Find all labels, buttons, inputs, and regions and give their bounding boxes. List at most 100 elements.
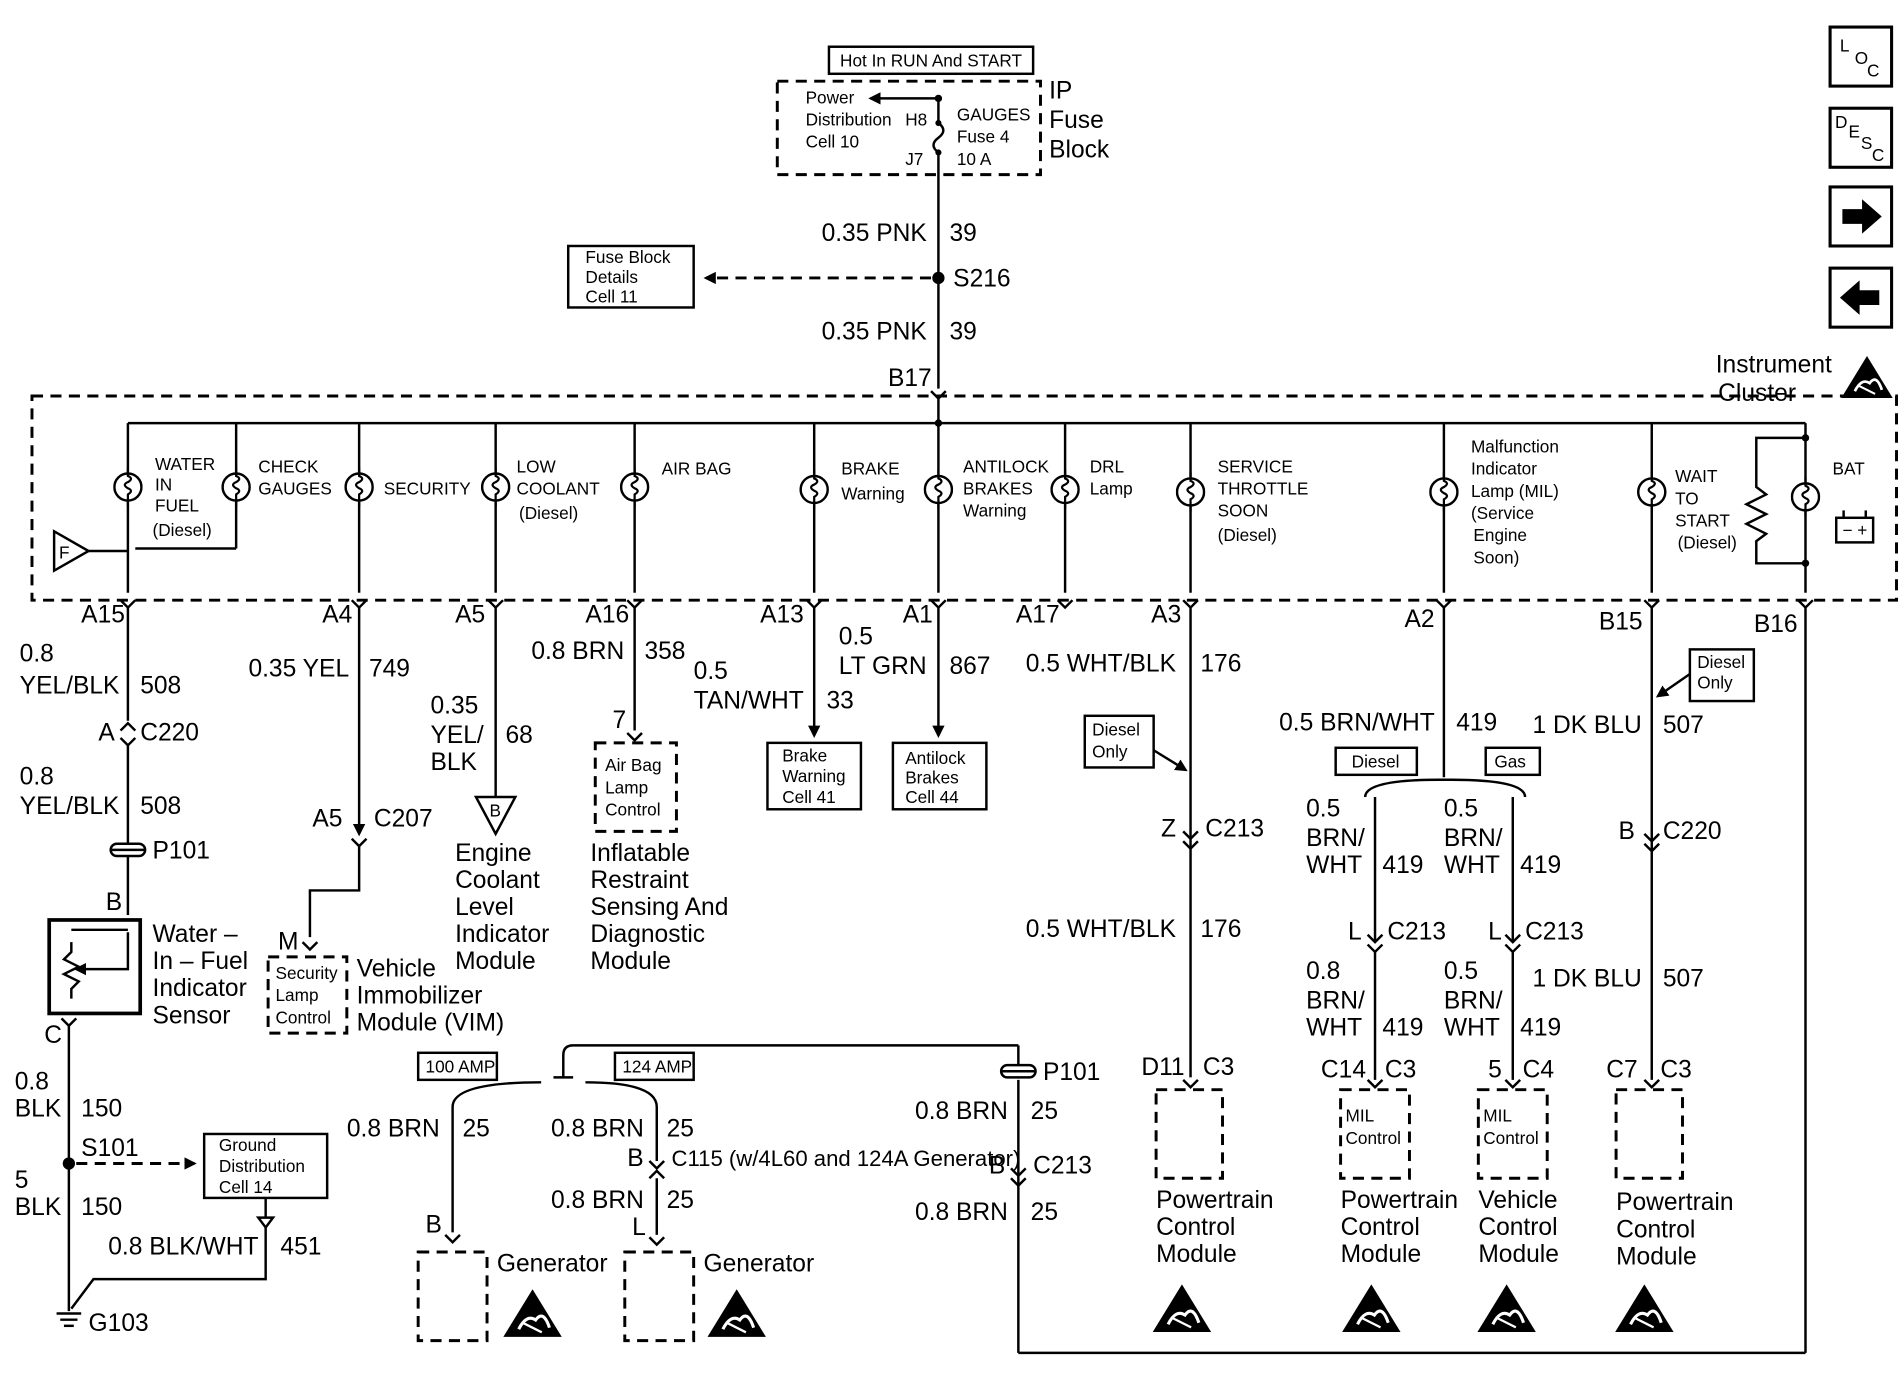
sts-c3: C3 <box>1203 1054 1234 1081</box>
wif-c220: C220 <box>140 719 199 746</box>
mil-gas-box <box>1484 746 1542 777</box>
sts-pcm-box <box>1154 1088 1224 1180</box>
wait-to-start-bulb-icon <box>1636 471 1667 513</box>
fuse-block-details-box <box>566 244 695 309</box>
amp124-label: 124 AMP <box>622 1056 692 1076</box>
loc-l: L <box>1840 36 1850 56</box>
c115-connector-top <box>648 1160 666 1171</box>
gen-p101: P101 <box>1043 1059 1100 1086</box>
ip-fuse-block-outline <box>775 79 1042 177</box>
gen-w1-color: 0.8 BRN <box>347 1115 440 1142</box>
wait-pcm-2: Control <box>1616 1216 1695 1243</box>
gen2-connector <box>648 1236 666 1247</box>
gen-w5-circuit: 25 <box>1031 1199 1058 1226</box>
sts-c213-connector-bottom <box>1182 840 1199 851</box>
mil-d-c3-connector <box>1366 1078 1384 1089</box>
battery-icon <box>1835 516 1875 544</box>
gen-w2-circuit: 25 <box>667 1115 694 1142</box>
wif-pin-b: B <box>106 889 122 916</box>
mil-g-c213: C213 <box>1525 919 1584 946</box>
wait-c220-top <box>1643 833 1661 843</box>
gen-w2-color: 0.8 BRN <box>551 1115 644 1142</box>
wif-w1-circuit: 508 <box>140 673 181 700</box>
coolant-wire-color-2: BLK <box>430 749 477 776</box>
sts-label-3: SOON <box>1218 501 1269 521</box>
coolant-label-3: (Diesel) <box>519 503 578 523</box>
abs-label-3: Warning <box>963 501 1026 521</box>
pin-b16: B16 <box>1754 611 1798 638</box>
splice-s101 <box>62 1157 76 1170</box>
wait-c220: C220 <box>1663 818 1722 845</box>
prev-arrow-button[interactable] <box>1828 266 1894 329</box>
mil-d-c213-bottom <box>1366 943 1384 954</box>
brake-warning-bulb-icon <box>799 468 829 511</box>
desc-e: E <box>1849 122 1860 142</box>
generator-bus <box>553 1044 1019 1079</box>
wif-w2-color: YEL/BLK <box>20 793 120 820</box>
ground-451-wire <box>70 1227 267 1310</box>
security-lamp-line-2: Lamp <box>275 985 318 1005</box>
wait-pcm-box <box>1614 1088 1684 1180</box>
brake-label-1: BRAKE <box>841 459 899 479</box>
fuse-details-line-3: Cell 11 <box>585 287 637 307</box>
airbag-module-5: Module <box>590 948 671 975</box>
instrument-cluster-label-2: Cluster <box>1718 380 1796 407</box>
mil-g-w1-color-1: BRN/ <box>1444 825 1503 852</box>
mil-diesel-gas-branch <box>1363 778 1527 798</box>
pin-b17: B17 <box>888 365 932 392</box>
amp124-box <box>613 1051 695 1082</box>
airbag-lamp-control-box <box>593 741 678 833</box>
desc-s: S <box>1861 133 1872 153</box>
sts-diesel-only-pointer <box>1153 749 1188 772</box>
coolant-module-4: Indicator <box>455 921 549 948</box>
mil-label-6: Soon) <box>1473 547 1519 567</box>
coolant-module-5: Module <box>455 948 536 975</box>
sts-c213-connector-top <box>1182 830 1199 841</box>
abs-ref-line-3: Cell 44 <box>905 787 959 807</box>
ground-dist-line-2: Distribution <box>219 1156 305 1176</box>
desc-button[interactable]: D E S C <box>1828 106 1894 169</box>
c115-connector-bottom <box>648 1169 666 1180</box>
pin-b15: B15 <box>1599 609 1643 636</box>
ground-w3-circuit: 150 <box>81 1096 122 1123</box>
mil-g-w2-gauge: 0.5 <box>1444 958 1478 985</box>
pin-a2: A2 <box>1405 606 1435 633</box>
wait-wire1-circuit: 507 <box>1663 712 1704 739</box>
pin-a13: A13 <box>760 601 804 628</box>
mil-d-l: L <box>1348 919 1362 946</box>
water-in-fuel-sensor-box <box>47 918 143 1016</box>
coolant-label-1: LOW <box>517 456 557 476</box>
mil-g-control-box <box>1476 1088 1549 1180</box>
abs-label-1: ANTILOCK <box>963 456 1050 476</box>
sts-label-2: THROTTLE <box>1218 478 1309 498</box>
brake-ref-line-2: Warning <box>782 766 845 786</box>
mil-label-4: (Service <box>1471 503 1534 523</box>
next-arrow-button[interactable] <box>1828 185 1894 248</box>
mil-label-1: Malfunction <box>1471 437 1559 457</box>
security-pin-m-connector <box>301 941 319 952</box>
gen1-connector <box>444 1233 461 1244</box>
service-throttle-soon-bulb-icon <box>1175 471 1206 513</box>
airbag-lamp-line-2: Lamp <box>605 777 648 797</box>
pin-h8: H8 <box>905 109 927 129</box>
f-reference-marker <box>52 529 92 573</box>
abs-ref-line-1: Antilock <box>905 748 966 768</box>
coolant-b-marker-label: B <box>490 801 501 821</box>
main-feed-wire <box>932 98 945 389</box>
esd-icon-sts-pcm <box>1151 1282 1213 1334</box>
coolant-module-1: Engine <box>455 840 532 867</box>
g103-label: G103 <box>89 1310 149 1337</box>
wait-diesel-only-pointer <box>1655 672 1691 698</box>
esd-icon-wait-pcm <box>1613 1282 1676 1334</box>
loc-button[interactable]: L O C <box>1828 25 1894 88</box>
pin-a3: A3 <box>1151 601 1181 628</box>
s101-label: S101 <box>81 1135 138 1162</box>
wire-upper-circuit: 39 <box>949 220 976 247</box>
mil-d-ctrl-2: Control <box>1346 1128 1401 1148</box>
coolant-wire-color-1: YEL/ <box>430 722 483 749</box>
loc-c: C <box>1867 60 1879 80</box>
security-label: SECURITY <box>384 478 472 498</box>
wait-label-1: WAIT <box>1675 466 1718 486</box>
gen-c213-top <box>1010 1167 1027 1178</box>
